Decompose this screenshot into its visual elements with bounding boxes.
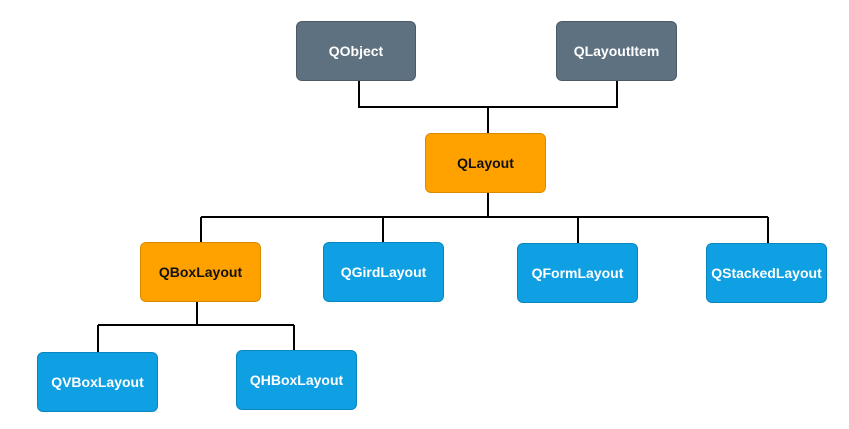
node-qlayout-label: QLayout <box>457 155 514 171</box>
node-qhboxlayout[interactable]: QHBoxLayout <box>236 350 357 410</box>
node-qstackedlayout[interactable]: QStackedLayout <box>706 243 827 303</box>
node-qboxlayout-label: QBoxLayout <box>158 264 243 280</box>
node-qlayoutitem[interactable]: QLayoutItem <box>556 21 677 81</box>
node-qlayout[interactable]: QLayout <box>425 133 546 193</box>
node-qlayoutitem-label: QLayoutItem <box>573 43 660 59</box>
node-qobject[interactable]: QObject <box>296 21 416 81</box>
node-qvboxlayout-label: QVBoxLayout <box>51 374 144 390</box>
node-qgirdlayout[interactable]: QGirdLayout <box>323 242 444 302</box>
connector-qobject <box>358 81 488 108</box>
node-qformlayout-label: QFormLayout <box>531 265 624 281</box>
node-qboxlayout[interactable]: QBoxLayout <box>140 242 261 302</box>
node-qgirdlayout-label: QGirdLayout <box>340 264 427 280</box>
node-qobject-label: QObject <box>328 43 384 59</box>
node-qstackedlayout-label: QStackedLayout <box>711 265 822 281</box>
node-qvboxlayout[interactable]: QVBoxLayout <box>37 352 158 412</box>
node-qformlayout[interactable]: QFormLayout <box>517 243 638 303</box>
node-qhboxlayout-label: QHBoxLayout <box>249 372 344 388</box>
connector-qlayoutitem <box>488 81 618 108</box>
